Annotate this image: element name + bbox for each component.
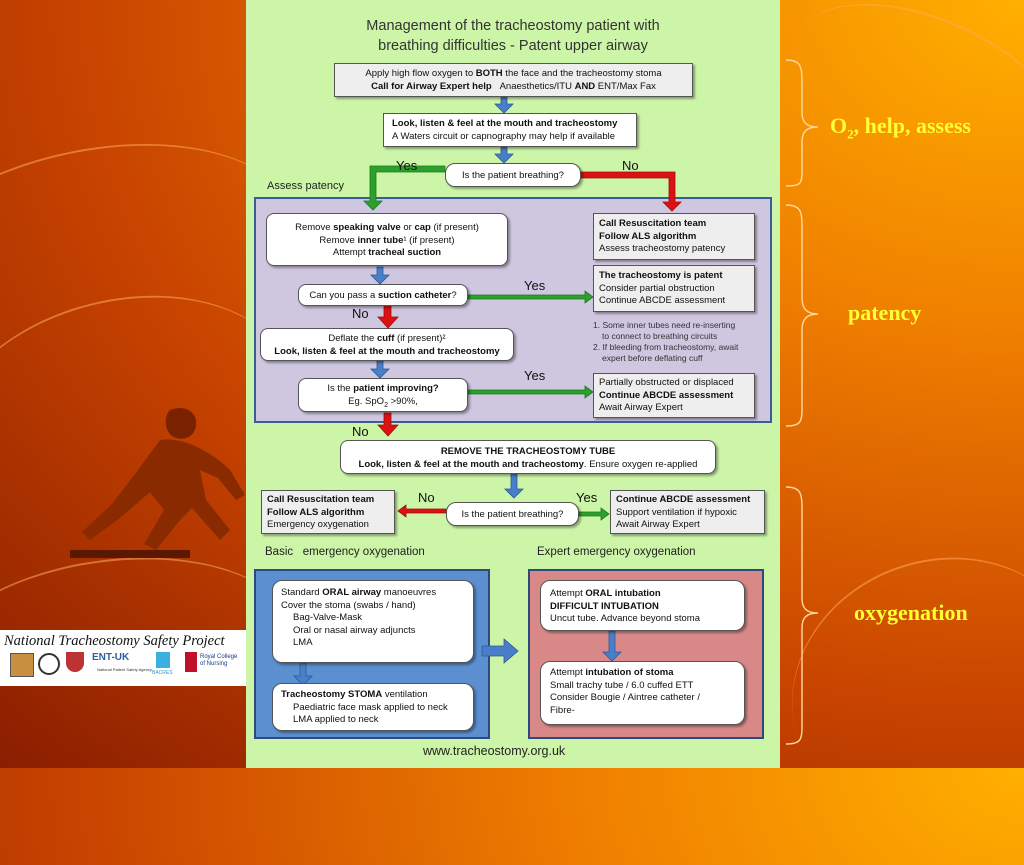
patient-improving-question: Is the patient improving? Eg. SpO2 >90%, — [298, 378, 468, 412]
yes-label-4: Yes — [576, 490, 598, 505]
logo-title: National Tracheostomy Safety Project — [4, 633, 225, 649]
title-line-1: Management of the tracheostomy patient w… — [366, 18, 660, 34]
basic-oxygenation-label: Basic emergency oxygenation — [265, 546, 425, 558]
continue-abcde-box: Continue ABCDE assessment Support ventil… — [610, 490, 765, 534]
down-arrows — [293, 96, 622, 686]
no-arrows — [377, 171, 682, 518]
no-label-1: No — [622, 158, 639, 173]
logo-seal-1 — [10, 653, 34, 677]
footnotes: 1. Some inner tubes need re-inserting to… — [593, 320, 739, 363]
flowchart-panel: Management of the tracheostomy patient w… — [246, 0, 780, 768]
partially-obstructed-box: Partially obstructed or displaced Contin… — [593, 373, 755, 418]
runner-silhouette-image — [70, 407, 245, 558]
suction-catheter-question: Can you pass a suction catheter? — [298, 284, 468, 306]
expert-oxygenation-label: Expert emergency oxygenation — [537, 546, 696, 558]
yes-label-2: Yes — [524, 278, 546, 293]
call-resus-emergency-box: Call Resuscitation team Follow ALS algor… — [261, 490, 395, 534]
o2-help-assess-label: O2, help, assess — [830, 113, 971, 142]
no-label-2: No — [352, 306, 369, 321]
no-label-3: No — [352, 424, 369, 439]
look-listen-feel-box: Look, listen & feel at the mouth and tra… — [383, 113, 637, 147]
logo-seal-2 — [38, 653, 60, 675]
website-link[interactable]: www.tracheostomy.org.uk — [423, 744, 566, 758]
oral-airway-box: Standard ORAL airway manoeuvres Cover th… — [272, 580, 474, 663]
deflate-cuff-box: Deflate the cuff (if present)² Look, lis… — [260, 328, 514, 361]
patency-label: patency — [848, 300, 922, 325]
oral-intubation-box: Attempt ORAL intubation DIFFICULT INTUBA… — [540, 580, 745, 631]
yes-arrows — [363, 165, 610, 521]
trach-patent-box: The tracheostomy is patent Consider part… — [593, 265, 755, 312]
yes-label-3: Yes — [524, 368, 546, 383]
breathing-question-2: Is the patient breathing? — [446, 502, 579, 526]
assess-patency-label: Assess patency — [267, 180, 345, 192]
no-label-4: No — [418, 490, 435, 505]
logo-bacres: BACRES — [152, 670, 173, 676]
apply-oxygen-box: Apply high flow oxygen to BOTH the face … — [334, 63, 693, 97]
stoma-intubation-box: Attempt intubation of stoma Small trachy… — [540, 661, 745, 725]
oxygenation-label: oxygenation — [854, 600, 968, 625]
stoma-ventilation-box: Tracheostomy STOMA ventilation Paediatri… — [272, 683, 474, 731]
logo-icons: ENT-UK National Patient Safety Agency BA… — [0, 650, 246, 680]
remove-tracheostomy-box: REMOVE THE TRACHEOSTOMY TUBE Look, liste… — [340, 440, 716, 474]
logo-crest — [66, 652, 84, 672]
logo-rcn-mark — [185, 652, 197, 672]
call-resus-box: Call Resuscitation team Follow ALS algor… — [593, 213, 755, 260]
title-line-2: breathing difficulties - Patent upper ai… — [378, 38, 648, 54]
logo-ent-uk: ENT-UK — [92, 652, 130, 663]
logo-npsa: National Patient Safety Agency — [97, 667, 152, 672]
brace-lines — [785, 59, 819, 745]
flow-arrows — [293, 96, 682, 686]
remove-valve-tube-box: Remove speaking valve or cap (if present… — [266, 213, 508, 266]
logo-bacres-mark — [156, 652, 170, 668]
ntsp-logo-block: National Tracheostomy Safety Project ENT… — [0, 630, 246, 686]
breathing-question-1: Is the patient breathing? — [445, 163, 581, 187]
yes-label-1: Yes — [396, 158, 418, 173]
flowchart-title: Management of the tracheostomy patient w… — [246, 16, 780, 56]
